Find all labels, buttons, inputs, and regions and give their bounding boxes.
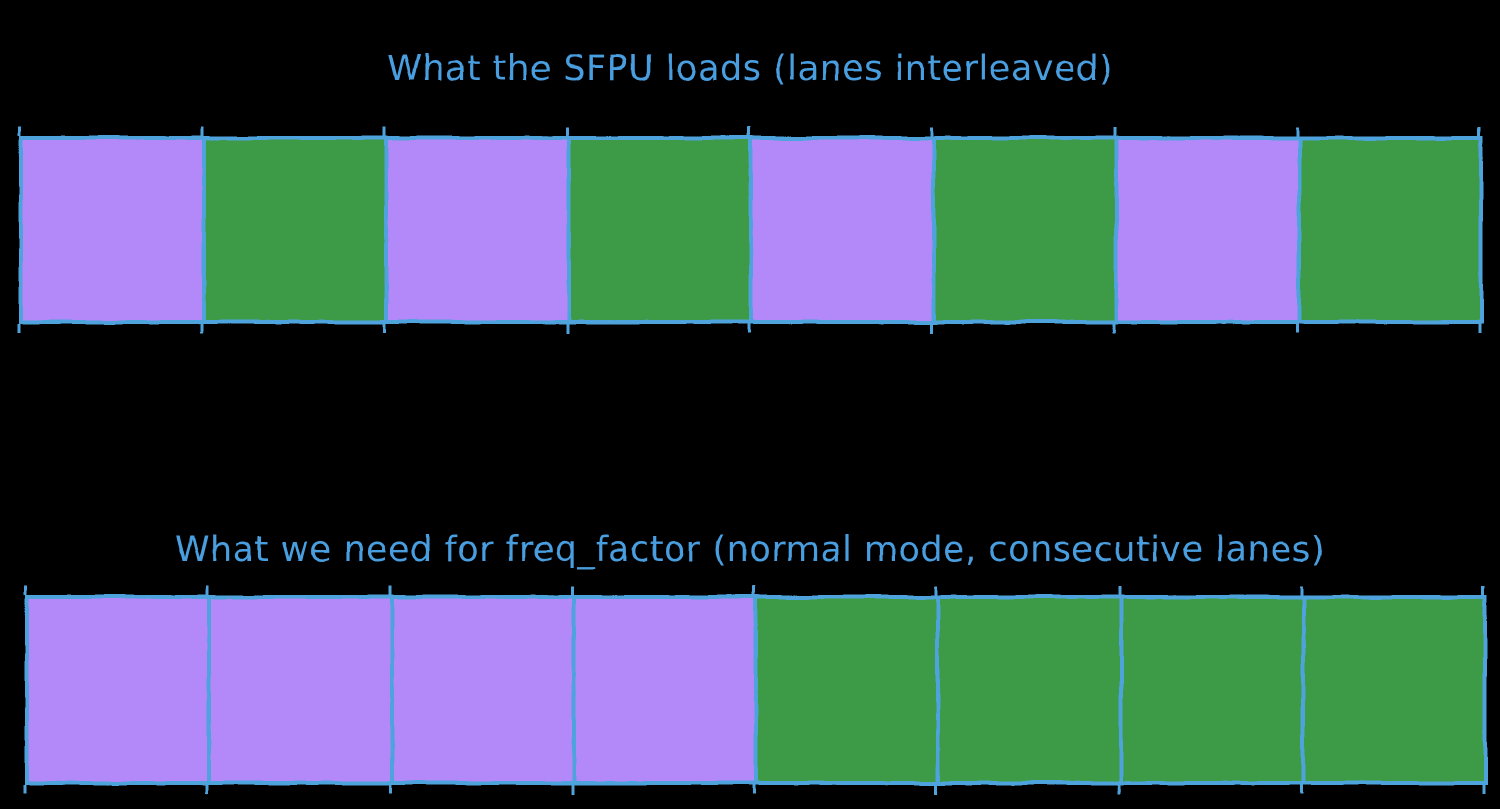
axis-tick <box>752 785 756 794</box>
lane-strip-bottom <box>23 586 1487 794</box>
lane-cell <box>571 595 758 785</box>
axis-tick <box>1299 586 1303 595</box>
axis-tick <box>200 127 203 136</box>
axis-tick <box>1481 586 1485 595</box>
axis-tick <box>17 127 21 136</box>
panel-sfpu-loads: What the SFPU loads (lanes interleaved) <box>0 0 1500 400</box>
lane-cell <box>19 136 206 324</box>
axis-tick <box>565 324 568 333</box>
lane-cell <box>1118 595 1305 785</box>
axis-tick <box>1112 324 1116 333</box>
axis-tick <box>382 127 386 136</box>
panel-title-bottom: What we need for freq_factor (normal mod… <box>174 530 1326 571</box>
lane-cell <box>566 136 753 324</box>
axis-tick <box>1117 785 1120 794</box>
axis-tick <box>382 324 386 333</box>
axis-ticks-bottom-upper <box>23 586 1485 595</box>
axis-tick <box>205 586 209 595</box>
axis-ticks-top-upper <box>17 127 1481 136</box>
axis-tick <box>1481 785 1485 794</box>
axis-tick <box>23 586 27 595</box>
lane-cell <box>749 136 936 324</box>
axis-tick <box>205 785 209 794</box>
axis-tick <box>752 586 756 595</box>
axis-tick <box>1295 127 1298 136</box>
panel-title-top: What the SFPU loads (lanes interleaved) <box>387 49 1113 90</box>
axis-tick <box>747 324 751 333</box>
axis-tick <box>565 127 568 136</box>
axis-tick <box>570 785 574 794</box>
lane-cell <box>201 136 388 324</box>
axis-tick <box>1112 127 1116 136</box>
lane-cell <box>931 136 1118 324</box>
lane-cell <box>389 595 576 785</box>
axis-tick <box>934 586 938 595</box>
lane-cell <box>207 595 394 785</box>
lane-cell <box>1296 136 1483 324</box>
lane-cell <box>936 595 1123 785</box>
lane-cell <box>384 136 571 324</box>
axis-tick <box>200 324 203 333</box>
lane-cell <box>1114 136 1301 324</box>
lane-cell <box>754 595 941 785</box>
lane-strip-top <box>17 127 1483 333</box>
axis-tick <box>570 586 574 595</box>
axis-tick <box>1299 785 1303 794</box>
axis-tick <box>930 324 933 333</box>
lane-cell <box>25 595 212 785</box>
axis-tick <box>1117 586 1120 595</box>
axis-tick <box>1477 127 1481 136</box>
axis-tick <box>934 785 938 794</box>
axis-tick <box>17 324 21 333</box>
axis-tick <box>388 785 391 794</box>
axis-tick <box>1295 324 1298 333</box>
axis-tick <box>23 785 27 794</box>
lane-cell <box>1300 595 1487 785</box>
axis-tick <box>388 586 391 595</box>
axis-tick <box>747 127 751 136</box>
axis-ticks-top-lower <box>17 324 1481 333</box>
axis-tick <box>1477 324 1481 333</box>
panel-freq-factor: What we need for freq_factor (normal mod… <box>0 400 1500 809</box>
axis-ticks-bottom-lower <box>23 785 1485 794</box>
axis-tick <box>930 127 933 136</box>
